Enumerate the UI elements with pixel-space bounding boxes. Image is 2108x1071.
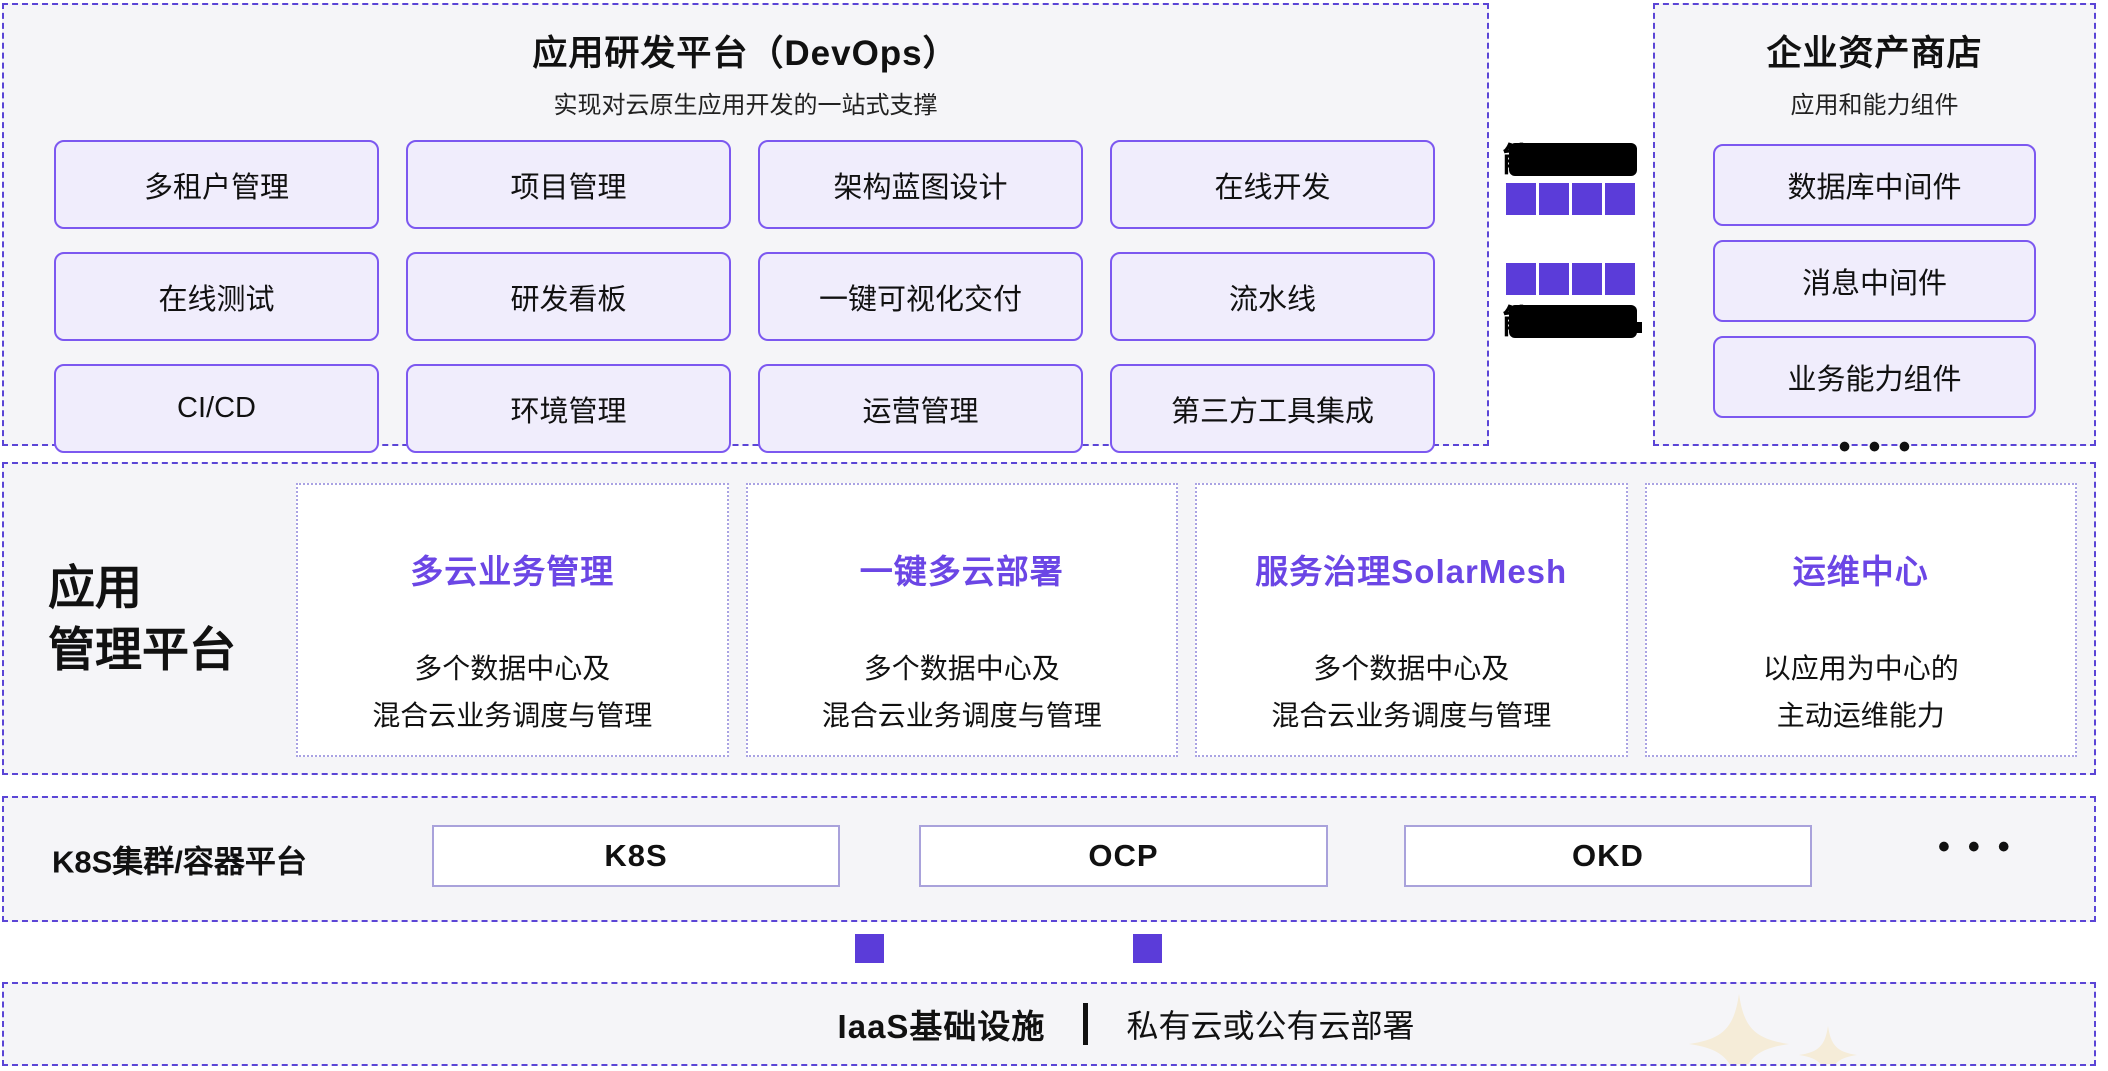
devops-panel-subtitle: 实现对云原生应用开发的一站式支撑 [553,92,938,119]
devops-panel-title: 应用研发平台（DevOps） [532,34,959,73]
card-desc-line: 以应用为中心的 [1762,653,1959,684]
app-management-cards: 多云业务管理 多个数据中心及 混合云业务调度与管理 一键多云部署 多个数据中心及… [296,483,2077,757]
iaas-divider [1083,1003,1089,1045]
square-icon [1539,183,1569,215]
module-online-test: 在线测试 [54,252,379,341]
asset-store-items: 数据库中间件 消息中间件 业务能力组件 [1655,144,2094,418]
card-service-governance-solarmesh: 服务治理SolarMesh 多个数据中心及 混合云业务调度与管理 [1195,483,1628,757]
card-description: 多个数据中心及 混合云业务调度与管理 [822,645,1102,739]
devops-module-grid: 多租户管理 项目管理 架构蓝图设计 在线开发 在线测试 研发看板 一键可视化交付… [54,140,1435,453]
module-dev-kanban: 研发看板 [406,252,731,341]
module-online-dev: 在线开发 [1110,140,1435,229]
card-desc-line: 混合云业务调度与管理 [372,700,653,732]
module-project-management: 项目管理 [406,140,731,229]
card-desc-line: 多个数据中心及 [1313,653,1510,684]
module-env-management: 环境管理 [406,364,731,453]
card-desc-line: 多个数据中心及 [414,653,611,684]
card-desc-line: 混合云业务调度与管理 [821,700,1102,732]
store-item-business-components: 业务能力组件 [1713,336,2036,418]
app-management-label: 应用 管理平台 [48,556,236,680]
square-icon [1572,183,1602,215]
module-third-party-tools: 第三方工具集成 [1110,364,1435,453]
redaction-bar-top [1509,143,1637,176]
asset-store-panel: 企业资产商店 应用和能力组件 数据库中间件 消息中间件 业务能力组件 ••• [1653,3,2096,464]
sparkle-icon [1799,1026,1857,1064]
card-description: 以应用为中心的 主动运维能力 [1763,645,1959,739]
connector-squares-row-top [1506,183,1635,215]
card-ops-center: 运维中心 以应用为中心的 主动运维能力 [1644,483,2077,757]
card-description: 多个数据中心及 混合云业务调度与管理 [1271,645,1551,739]
iaas-title: IaaS基础设施 [837,1008,1046,1045]
square-icon [1539,263,1569,295]
card-title: 一键多云部署 [859,553,1064,590]
more-dots-icon: ••• [1938,828,2028,866]
square-icon [1506,183,1536,215]
store-item-message-middleware: 消息中间件 [1713,240,2036,322]
connector-squares-row-bottom [1506,263,1635,295]
card-one-click-deploy: 一键多云部署 多个数据中心及 混合云业务调度与管理 [745,483,1178,757]
more-dots-icon: ••• [1838,428,1929,466]
card-multicloud-business: 多云业务管理 多个数据中心及 混合云业务调度与管理 [296,483,729,757]
container-platform-label: K8S集群/容器平台 [52,844,307,880]
module-one-click-delivery: 一键可视化交付 [758,252,1083,341]
iaas-panel: IaaS基础设施 私有云或公有云部署 [2,982,2096,1066]
module-architecture-blueprint: 架构蓝图设计 [758,140,1083,229]
module-pipeline: 流水线 [1110,252,1435,341]
card-description: 多个数据中心及 混合云业务调度与管理 [372,645,652,739]
container-platform-panel: K8S集群/容器平台 K8S OCP OKD ••• [2,796,2096,922]
module-cicd: CI/CD [54,364,379,453]
iaas-content: IaaS基础设施 私有云或公有云部署 [837,1000,1415,1048]
square-icon [1572,263,1602,295]
card-title: 运维中心 [1792,553,1929,590]
redaction-bar-notch [1630,322,1642,333]
square-icon [1605,263,1635,295]
square-icon [1133,934,1162,963]
square-icon [1506,263,1536,295]
app-management-panel: 应用 管理平台 多云业务管理 多个数据中心及 混合云业务调度与管理 一键多云部署… [2,462,2096,775]
platform-k8s: K8S [432,825,840,887]
square-icon [855,934,884,963]
card-title: 多云业务管理 [410,553,615,590]
card-desc-line: 主动运维能力 [1776,700,1945,732]
module-operation-management: 运营管理 [758,364,1083,453]
card-desc-line: 混合云业务调度与管理 [1271,700,1552,732]
iaas-subtitle: 私有云或公有云部署 [1126,1008,1415,1044]
store-item-database-middleware: 数据库中间件 [1713,144,2036,226]
app-management-label-line2: 管理平台 [48,622,236,676]
card-title: 服务治理SolarMesh [1255,553,1568,590]
asset-store-title: 企业资产商店 [1766,34,1983,73]
card-desc-line: 多个数据中心及 [863,653,1060,684]
platform-ocp: OCP [919,825,1328,887]
app-management-label-line1: 应用 [48,560,142,614]
devops-platform-panel: 应用研发平台（DevOps） 实现对云原生应用开发的一站式支撑 多租户管理 项目… [2,3,1489,453]
square-icon [1605,183,1635,215]
redaction-bar-bottom [1509,305,1637,338]
asset-store-subtitle: 应用和能力组件 [1790,92,1959,119]
module-tenant-management: 多租户管理 [54,140,379,229]
sparkle-icon [1689,994,1789,1064]
platform-okd: OKD [1404,825,1812,887]
